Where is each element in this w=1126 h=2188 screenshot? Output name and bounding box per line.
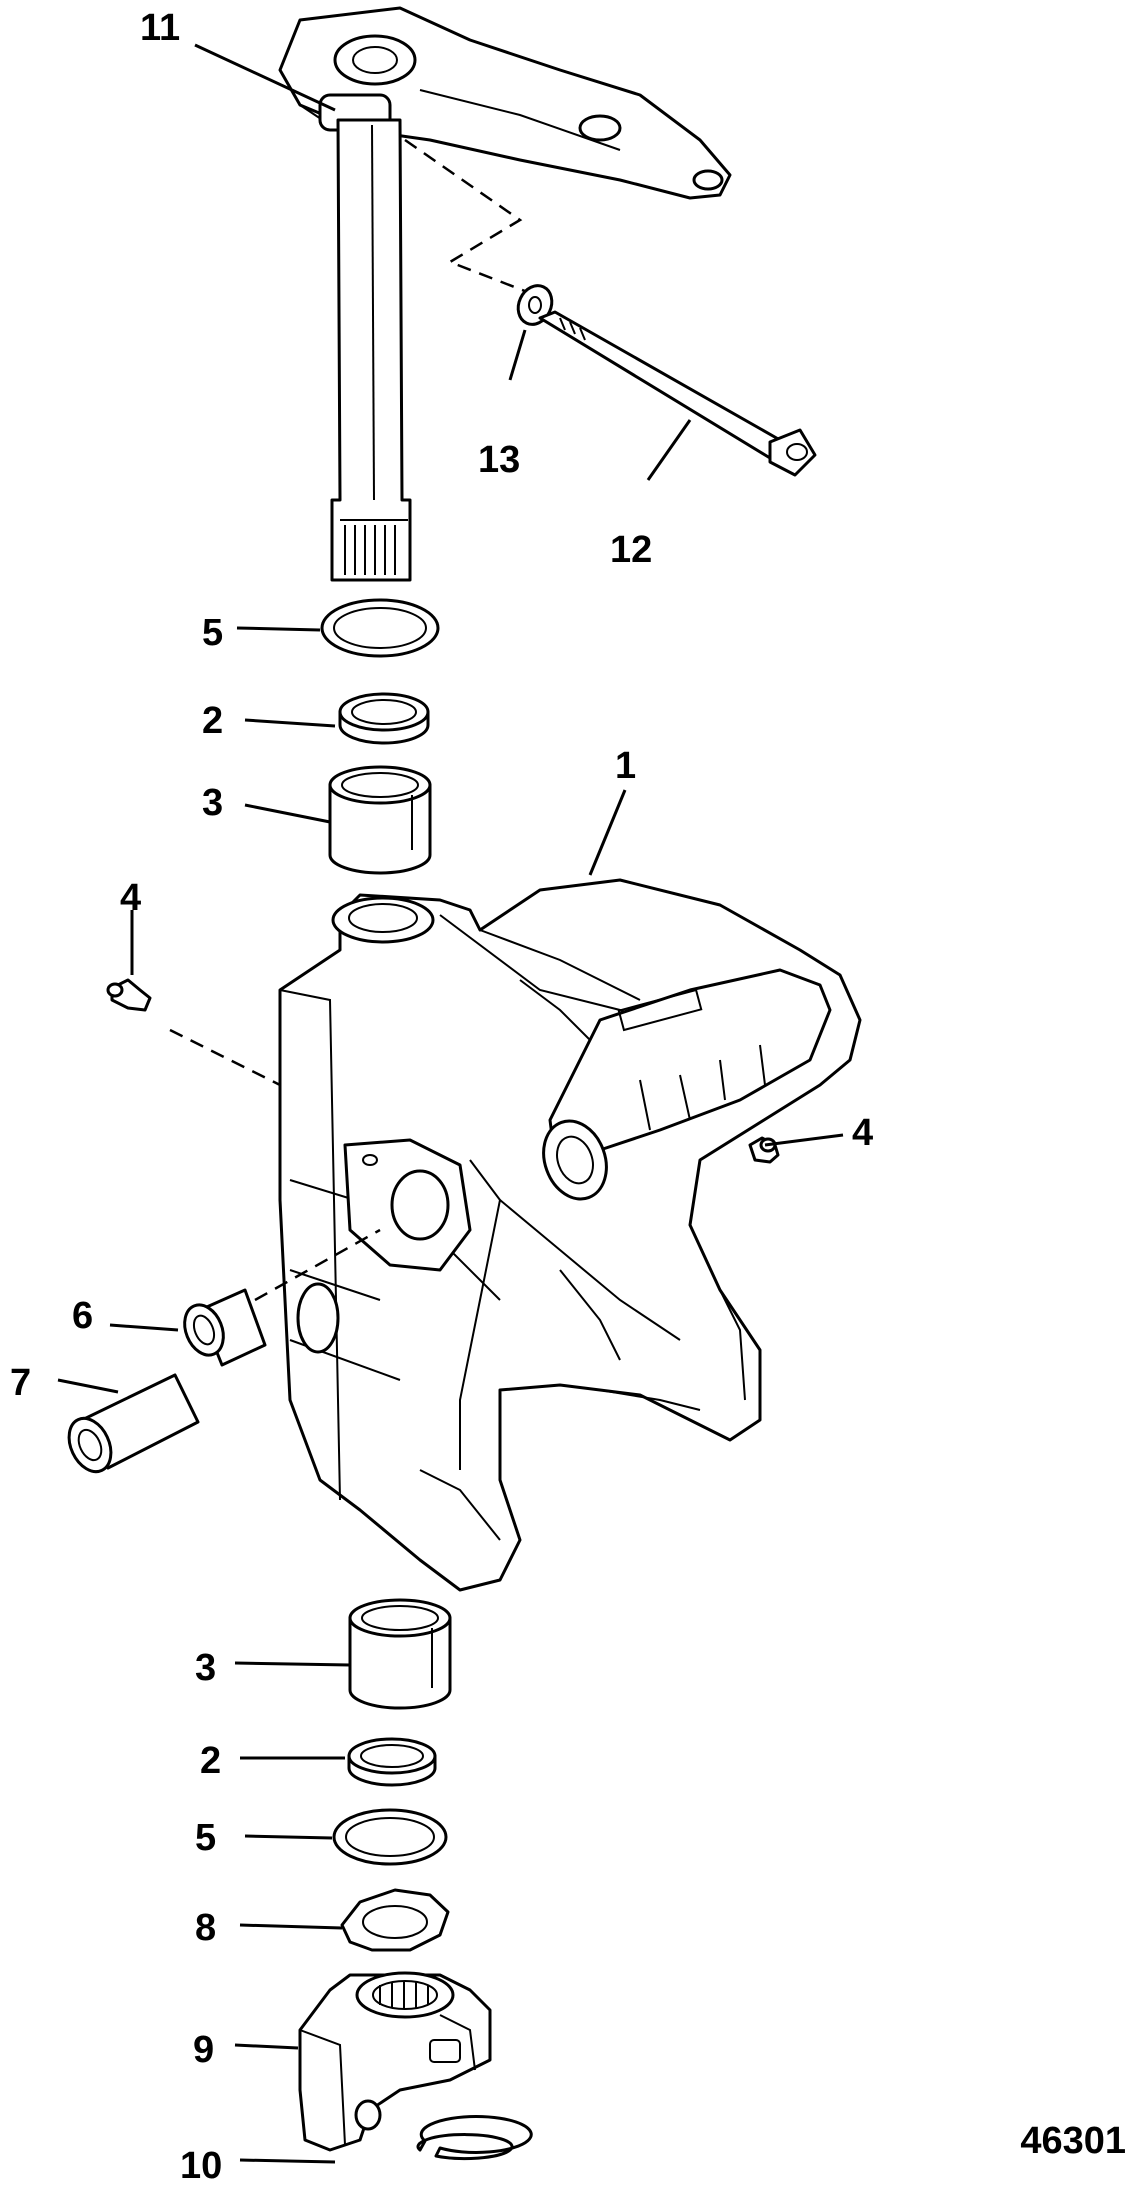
swivel-bracket (278, 878, 862, 1592)
callout-4-right: 4 (852, 1112, 873, 1154)
callout-3-upper: 3 (202, 782, 223, 824)
bushing-3-lower (348, 1598, 452, 1710)
callout-10: 10 (180, 2145, 222, 2187)
washer-5-lower (332, 1808, 448, 1866)
callout-13: 13 (478, 439, 520, 481)
seal-2-lower (347, 1737, 437, 1787)
tab-washer-8 (340, 1888, 450, 1952)
grease-fitting-left (106, 978, 152, 1012)
seal-2-upper (338, 692, 430, 745)
callout-1: 1 (615, 745, 636, 787)
alignment-line-bushings (254, 1228, 381, 1302)
callout-12: 12 (610, 529, 652, 571)
callout-2-lower: 2 (200, 1740, 221, 1782)
washer-13 (516, 284, 554, 326)
callout-5-lower: 5 (195, 1817, 216, 1859)
figure-number: 46301 (1020, 2120, 1126, 2162)
drive-shaft (330, 118, 412, 582)
callout-2-upper: 2 (202, 700, 223, 742)
callout-7: 7 (10, 1362, 31, 1404)
steering-arm (278, 6, 732, 200)
alignment-line-top (404, 138, 536, 297)
callout-3-lower: 3 (195, 1647, 216, 1689)
steering-yoke-9 (298, 1971, 492, 2152)
callout-4-left: 4 (120, 877, 141, 919)
callout-11: 11 (140, 7, 180, 49)
bolt-12 (538, 310, 817, 477)
snap-ring-10 (416, 2114, 533, 2161)
bushing-6 (183, 1288, 267, 1367)
grease-fitting-right (748, 1136, 780, 1164)
callout-5-upper: 5 (202, 612, 223, 654)
leader-lines (57, 43, 844, 2164)
bushing-7 (67, 1373, 200, 1474)
callout-8: 8 (195, 1907, 216, 1949)
washer-5-upper (320, 598, 440, 658)
callout-6: 6 (72, 1295, 93, 1337)
callout-9: 9 (193, 2029, 214, 2071)
alignment-line-grease-fitting (169, 1028, 281, 1087)
bushing-3-upper (328, 765, 432, 875)
